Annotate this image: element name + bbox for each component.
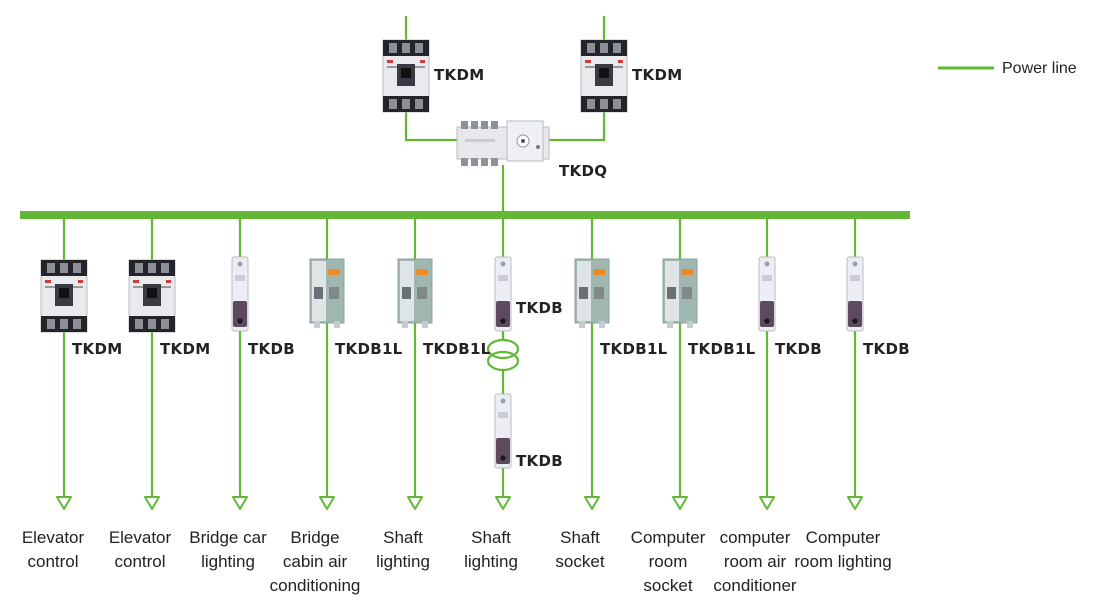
branch-5-output-arrow — [407, 496, 423, 510]
legend-label: Power line — [1002, 60, 1077, 77]
branch-2-device-label: TKDM — [160, 340, 210, 358]
branch-5-device-label: TKDB1L — [423, 340, 491, 358]
branch-6-secondary-mcb — [494, 393, 512, 469]
legend: Power line — [938, 60, 1077, 77]
power-lines — [20, 16, 910, 510]
branch-3-output-arrow — [232, 496, 248, 510]
branch-3-device-label: TKDB — [248, 340, 295, 358]
branch-6-transformer-coil-bottom — [486, 350, 520, 372]
top-left-mccb-label: TKDM — [434, 66, 484, 84]
branch-4-rcbo — [309, 258, 345, 328]
feed-line-left — [404, 104, 457, 142]
branch-9-output-arrow — [759, 496, 775, 510]
transfer-switch — [456, 120, 550, 166]
branch-10-mcb — [846, 256, 864, 332]
branch-1-output-arrow — [56, 496, 72, 510]
branch-6-secondary-label: TKDB — [516, 452, 563, 470]
branch-5-rcbo — [397, 258, 433, 328]
branch-2-mccb — [128, 259, 176, 333]
branch-8-output-arrow — [672, 496, 688, 510]
branch-10-device-label: TKDB — [863, 340, 910, 358]
branch-8-rcbo — [662, 258, 698, 328]
branch-7-output-arrow — [584, 496, 600, 510]
branch-6-mcb — [494, 256, 512, 332]
top-left-mccb — [382, 39, 430, 113]
branch-4-output-arrow — [319, 496, 335, 510]
branch-4-device-label: TKDB1L — [335, 340, 403, 358]
branch-1-mccb — [40, 259, 88, 333]
branch-6-transformer-coil-top — [486, 338, 520, 360]
branch-9-device-label: TKDB — [775, 340, 822, 358]
branch-6-device-label: TKDB — [516, 299, 563, 317]
branch-3-mcb — [231, 256, 249, 332]
branch-9-mcb — [758, 256, 776, 332]
feed-line-right — [549, 104, 606, 142]
branch-6-output-arrow — [495, 496, 511, 510]
branch-1-device-label: TKDM — [72, 340, 122, 358]
branch-8-device-label: TKDB1L — [688, 340, 756, 358]
devices — [40, 39, 864, 469]
branch-7-device-label: TKDB1L — [600, 340, 668, 358]
branch-2-output-arrow — [144, 496, 160, 510]
branch-7-rcbo — [574, 258, 610, 328]
top-right-mccb — [580, 39, 628, 113]
top-right-mccb-label: TKDM — [632, 66, 682, 84]
branch-10-output-arrow — [847, 496, 863, 510]
transfer-switch-label: TKDQ — [559, 162, 607, 180]
